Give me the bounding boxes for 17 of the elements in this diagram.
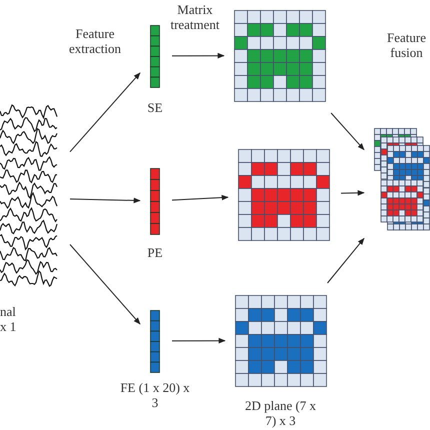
node-caption: nal x 1 [0, 304, 18, 334]
arrow [327, 238, 364, 284]
node-caption: PE [146, 245, 164, 260]
step-label: Feature extraction [68, 26, 122, 56]
arrow [172, 338, 226, 344]
node-caption: 2D plane (7 x 7) x 3 [244, 398, 318, 428]
step-label: Matrix treatment [169, 2, 221, 32]
arrow [70, 244, 140, 325]
arrow [70, 72, 140, 152]
node-caption: SE [146, 100, 164, 115]
step-label: Feature fusion [386, 30, 427, 60]
arrow [172, 194, 229, 201]
node-caption: FE (1 x 20) x 3 [120, 380, 190, 410]
arrow [330, 112, 364, 150]
arrow [172, 52, 225, 59]
arrow [340, 190, 365, 196]
arrow [70, 198, 141, 204]
